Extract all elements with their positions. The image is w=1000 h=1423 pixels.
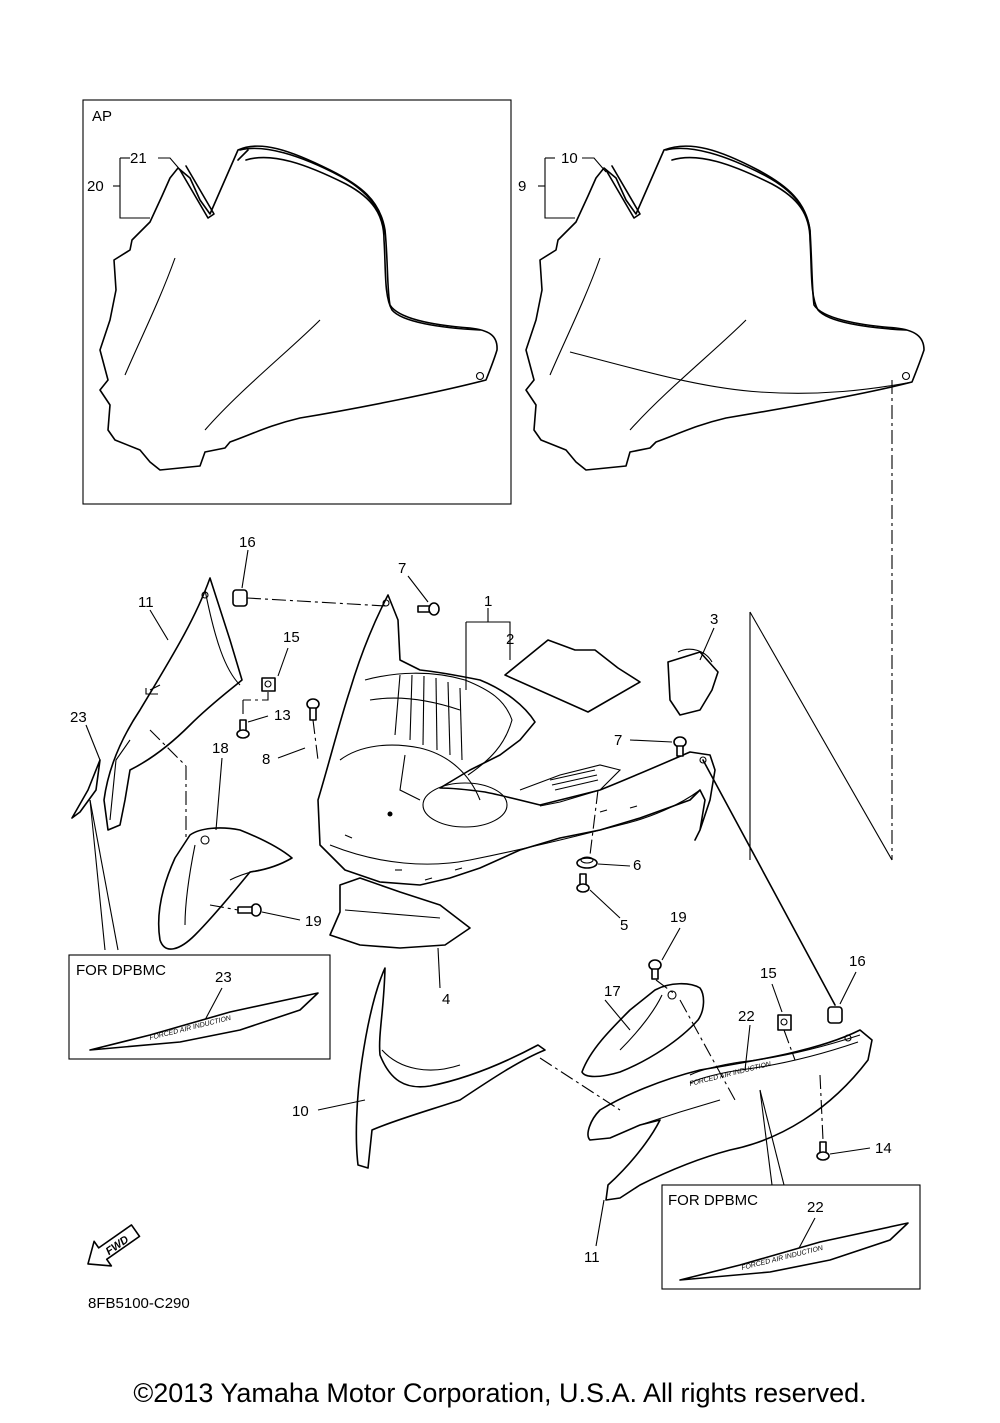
callout-9: 9 (518, 178, 526, 195)
dpbmc-right-label: FOR DPBMC (668, 1192, 758, 1209)
dpbmc-frame-right: FOR DPBMC 22 FORCED AIR INDUCTION (661, 1184, 921, 1290)
callout-18: 18 (212, 740, 229, 757)
callout-3: 3 (710, 611, 718, 628)
callout-4: 4 (442, 991, 450, 1008)
callout-labels: 16 11 15 13 23 8 18 19 7 1 2 3 7 6 5 4 1… (70, 150, 892, 1266)
assembly-lines (149, 380, 893, 1141)
windshield-std (525, 145, 925, 471)
part-2-panel (504, 639, 641, 713)
ap-frame-label: AP (92, 108, 112, 125)
part-11-inner-panel (355, 967, 546, 1169)
callout-7-right: 7 (614, 732, 622, 749)
callout-21: 21 (130, 150, 147, 167)
windshield-bracket-lines (749, 611, 893, 861)
callout-10: 10 (561, 150, 578, 167)
part-4-lower-panel (329, 877, 471, 949)
callout-14-left: 13 (274, 707, 291, 724)
part-14-bolt-left (236, 719, 250, 739)
part-5-screw (576, 873, 590, 893)
callout-7-top: 7 (398, 560, 406, 577)
callout-15-left: 15 (283, 629, 300, 646)
ap-frame: AP (82, 99, 512, 505)
windshield-ap (99, 145, 498, 471)
callout-19-right: 19 (670, 909, 687, 926)
part-3-duct-cover (667, 648, 719, 716)
callout-22: 22 (738, 1008, 755, 1025)
leader-lines (85, 549, 871, 1247)
callout-2: 2 (506, 631, 514, 648)
dpbmc-frame-left: FOR DPBMC 23 FORCED AIR INDUCTION (68, 954, 331, 1060)
part-8-screw (306, 698, 320, 721)
part-14-bolt-right (816, 1141, 830, 1161)
diagram-code: 8FB5100-C290 (88, 1295, 190, 1312)
callout-14-right: 14 (875, 1140, 892, 1157)
fwd-arrow-icon: FWD (87, 1224, 141, 1267)
part-19-screw-right (648, 959, 662, 980)
part-15-nut-right (777, 1014, 792, 1031)
part-18-mirror-cover (157, 827, 293, 950)
callout-15-right: 15 (760, 965, 777, 982)
callout-12: 11 (584, 1249, 600, 1266)
callout-13: 11 (138, 594, 154, 611)
callout-16-left: 16 (239, 534, 256, 551)
part-13-side-cowling (103, 577, 243, 831)
part-12-side-cowling: FORCED AIR INDUCTION (587, 1029, 873, 1201)
callout-19-left: 19 (305, 913, 322, 930)
callout-23: 23 (70, 709, 87, 726)
part-16-damper-right (827, 1006, 843, 1024)
callout-6: 6 (633, 857, 641, 874)
part-15-nut-left (261, 677, 276, 692)
part-17-mirror-cover (581, 982, 705, 1078)
part-19-screw-left (237, 903, 262, 917)
part-7-screw-top (417, 602, 440, 616)
callout-8: 8 (262, 751, 270, 768)
part-1-cowling-body (317, 594, 716, 886)
callout-17: 17 (604, 983, 621, 1000)
callout-16-right: 16 (849, 953, 866, 970)
callout-11: 10 (292, 1103, 309, 1120)
callout-20: 20 (87, 178, 104, 195)
part-7-screw-right (673, 736, 687, 757)
copyright-notice: ©2013 Yamaha Motor Corporation, U.S.A. A… (133, 1378, 867, 1408)
part-23-decal (71, 759, 101, 819)
dpbmc-left-label: FOR DPBMC (76, 962, 166, 979)
callout-5: 5 (620, 917, 628, 934)
part-6-damper (576, 856, 598, 869)
dpbmc-right-callout: 22 (807, 1199, 824, 1216)
callout-brackets-top (113, 157, 607, 219)
callout-1: 1 (484, 593, 492, 610)
dpbmc-left-callout: 23 (215, 969, 232, 986)
part-16-damper-left (232, 589, 248, 607)
